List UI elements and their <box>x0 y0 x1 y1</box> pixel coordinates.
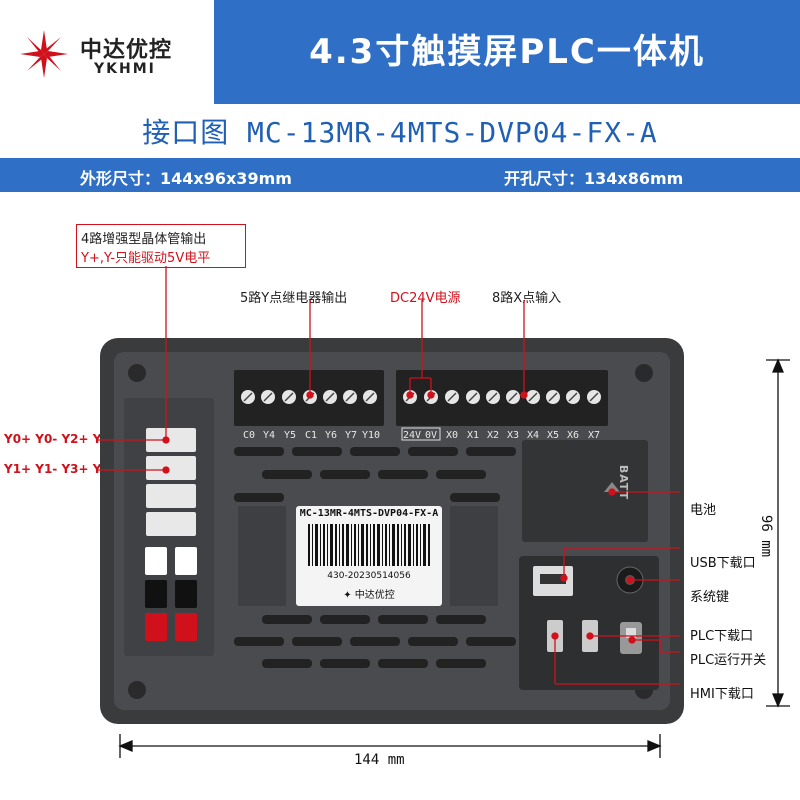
cutout-size: 开孔尺寸：134x86mm <box>504 169 684 188</box>
sticker-model: MC-13MR-4MTS-DVP04-FX-A <box>299 508 439 519</box>
height-dimension: 96 mm <box>758 514 775 558</box>
transistor-note: Y+,Y-只能驱动5V电平 <box>81 251 211 266</box>
run-switch-knob <box>626 628 636 638</box>
vent-slots <box>234 447 516 668</box>
power-label: DC24V电源 <box>390 291 461 306</box>
run-switch-label: PLC运行开关 <box>690 653 767 668</box>
terminal-label: Y7 <box>345 430 358 441</box>
analog-connectors-black <box>145 580 197 608</box>
transistor-output-box: 4路增强型晶体管输出 Y+,Y-只能驱动5V电平 <box>76 224 246 268</box>
analog-connectors-white <box>145 547 197 575</box>
terminal-label: X2 <box>487 430 500 441</box>
logo: 中达优控 YKHMI <box>0 0 214 104</box>
sticker-serial: 430-20230514056 <box>327 571 411 581</box>
subtitle: 接口图 MC-13MR-4MTS-DVP04-FX-A <box>142 116 658 149</box>
left-row2-label: Y1+ Y1- Y3+ Y3- <box>4 462 115 476</box>
right-speaker-grille <box>450 506 498 606</box>
terminal-label: X5 <box>547 430 560 441</box>
terminal-label: Y5 <box>284 430 297 441</box>
terminal-label: Y4 <box>263 430 276 441</box>
brand-en: YKHMI <box>94 61 156 77</box>
input-label: 8路X点输入 <box>492 291 562 306</box>
left-speaker-grille <box>238 506 286 606</box>
terminal-label: Y10 <box>362 430 381 441</box>
system-key-label: 系统键 <box>690 590 730 605</box>
terminal-label: X3 <box>507 430 520 441</box>
terminal-label: 0V <box>425 430 438 441</box>
transistor-connectors <box>146 428 196 536</box>
mount-hole-icon <box>128 681 146 699</box>
arrow-up-icon <box>604 482 620 492</box>
width-dimension: 144 mm <box>354 752 405 768</box>
terminal-label: X0 <box>446 430 459 441</box>
battery-cover <box>522 440 648 542</box>
terminal-label: C0 <box>243 430 256 441</box>
small-star-icon: ✦ <box>343 590 352 601</box>
leader-lines <box>96 266 680 685</box>
product-sticker: MC-13MR-4MTS-DVP04-FX-A 430-20230514056 … <box>296 506 442 606</box>
mount-hole-icon <box>128 364 146 382</box>
barcode-icon <box>308 524 430 566</box>
usb-slot <box>540 574 566 584</box>
terminal-label: X4 <box>527 430 540 441</box>
title-banner: 4.3寸触摸屏PLC一体机 <box>214 0 800 104</box>
dimension-lines <box>118 358 790 758</box>
terminal-label: C1 <box>305 430 318 441</box>
input-terminal-block <box>396 370 608 426</box>
dimension-bar: 外形尺寸：144x96x39mm 开孔尺寸：134x86mm <box>0 158 800 192</box>
terminal-label: X7 <box>588 430 601 441</box>
battery-cover-label: BATT <box>617 464 631 501</box>
outline-size: 外形尺寸：144x96x39mm <box>80 169 292 188</box>
page-title: 4.3寸触摸屏PLC一体机 <box>309 32 705 72</box>
power-terminal-frame <box>401 427 441 441</box>
relay-output-label: 5路Y点继电器输出 <box>240 291 348 306</box>
mount-hole-icon <box>635 364 653 382</box>
header: 中达优控 YKHMI 4.3寸触摸屏PLC一体机 <box>0 0 800 104</box>
brand-cn: 中达优控 <box>80 38 173 63</box>
plc-port-label: PLC下载口 <box>690 629 754 644</box>
sticker-brand-text: 中达优控 <box>354 590 395 601</box>
sticker-brand: ✦ 中达优控 <box>296 586 442 601</box>
battery-label: 电池 <box>690 503 717 518</box>
terminal-label: X1 <box>467 430 480 441</box>
terminal-label: 24V <box>403 430 422 441</box>
left-row1-label: Y0+ Y0- Y2+ Y2- <box>4 432 115 446</box>
star-logo-icon <box>20 30 68 78</box>
terminal-label: Y6 <box>325 430 338 441</box>
hmi-port-label: HMI下载口 <box>690 687 754 702</box>
relay-screws <box>241 390 377 404</box>
analog-connectors-red <box>145 613 197 641</box>
usb-label: USB下载口 <box>690 556 756 571</box>
transistor-label: 4路增强型晶体管输出 <box>81 232 207 247</box>
terminal-label: X6 <box>567 430 580 441</box>
